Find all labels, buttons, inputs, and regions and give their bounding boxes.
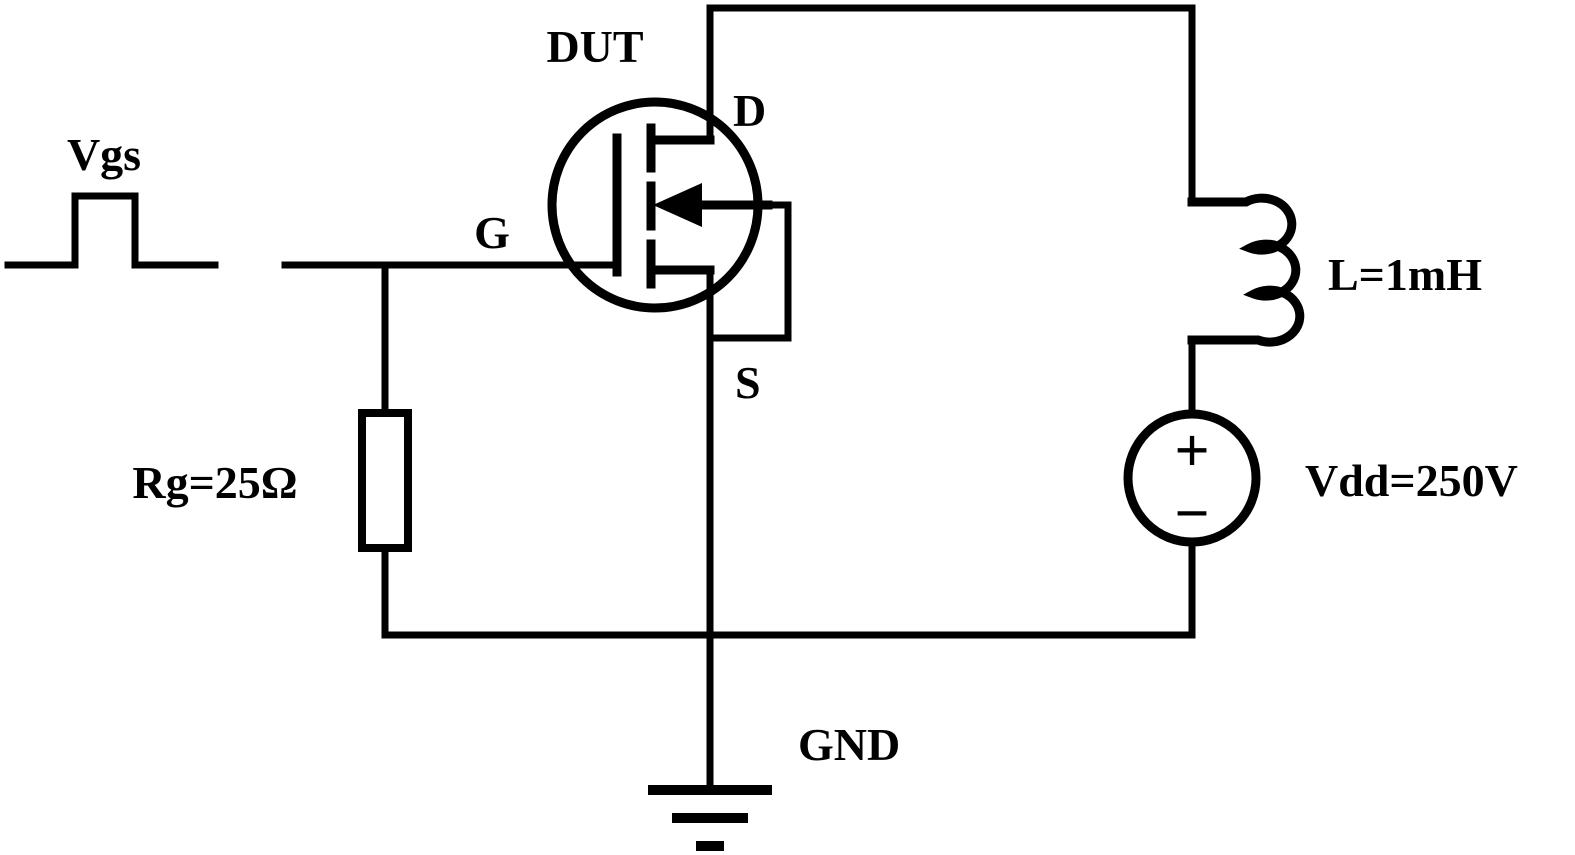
pulse-waveform-icon: [4, 192, 219, 269]
ground-icon: [648, 785, 772, 851]
wire-drain-to-inductor: [706, 4, 1196, 206]
resistor-symbol: [358, 409, 412, 552]
drain-terminal-label: D: [733, 85, 766, 136]
gate-terminal-label: G: [474, 207, 510, 258]
gate-resistor-label: Rg=25Ω: [132, 457, 297, 508]
supply-plus-sign: +: [1174, 417, 1209, 485]
source-terminal-label: S: [735, 357, 761, 408]
mosfet-body-arrowhead-icon: [653, 183, 702, 227]
inductor-symbol: [1187, 193, 1305, 347]
supply-minus-sign: −: [1174, 480, 1209, 548]
vgs-label: Vgs: [67, 129, 141, 180]
supply-label: Vdd=250V: [1305, 455, 1518, 506]
dut-label: DUT: [546, 21, 643, 72]
wire-body-to-source: [708, 201, 792, 342]
ground-label: GND: [798, 719, 900, 770]
inductor-label: L=1mH: [1328, 249, 1482, 300]
